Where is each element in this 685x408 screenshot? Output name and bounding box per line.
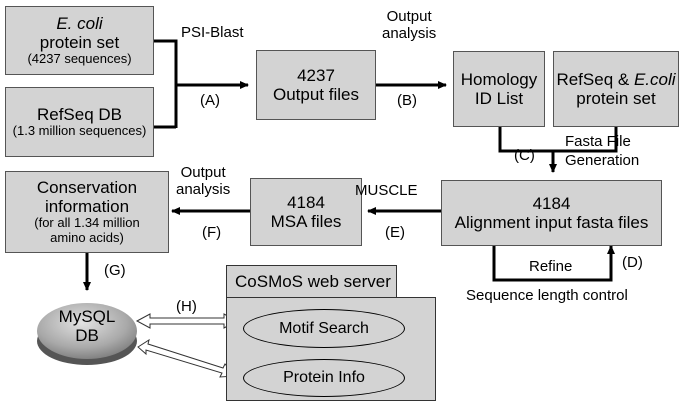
label-psi-blast: PSI-Blast [181,24,244,41]
motif-search-node: Motif Search [243,309,405,348]
output-files-label: Output files [273,85,359,104]
arrow-d-refine [492,245,615,282]
conservation-line2: information [44,197,130,217]
label-sequence-length: Sequence length control [466,287,628,304]
refseq-ecoli-line2: protein set [576,89,656,108]
output-files-count: 4237 [297,65,335,85]
mysql-db-label: MySQL DB [58,307,116,345]
double-arrow-protein [137,338,238,378]
label-fasta-1: Fasta File [565,133,631,150]
ecoli-count: (4237 sequences) [27,51,132,67]
refseq-db-title: RefSeq DB [36,105,123,125]
ecoli-title: E. coli [56,14,103,34]
protein-info-node: Protein Info [243,359,405,397]
label-muscle: MUSCLE [355,182,418,199]
homology-id-list-box: Homology ID List [453,51,545,127]
refseq-ecoli-box: RefSeq & E.coli protein set [553,51,679,127]
conservation-line1: Conservation [36,178,138,198]
msa-count: 4184 [287,192,325,212]
msa-files-box: 4184 MSA files [250,178,362,246]
label-c: (C) [514,147,535,164]
alignment-count: 4184 [532,193,571,213]
refseq-ecoli-line1: RefSeq & E.coli [556,69,676,89]
label-fasta-2: Generation [565,152,640,169]
connector-homology [498,127,618,153]
alignment-fasta-box: 4184 Alignment input fasta files [441,180,662,246]
protein-info-label: Protein Info [283,369,365,386]
homology-line1: Homology [460,69,538,89]
label-h: (H) [176,298,197,315]
label-e: (E) [385,224,405,241]
ecoli-protein-set-box: E. coli protein set (4237 sequences) [5,6,154,75]
conservation-line3: (for all 1.34 million [34,215,140,231]
ecoli-subtitle: protein set [39,33,120,53]
label-f: (F) [202,224,222,241]
output-files-box: 4237 Output files [256,50,376,120]
conservation-box: Conservation information (for all 1.34 m… [5,171,169,253]
webserver-title: CoSMoS web server [235,271,391,291]
msa-label: MSA files [270,212,342,231]
connector-ecoli [153,39,178,128]
refseq-db-box: RefSeq DB (1.3 million sequences) [5,87,154,157]
label-g: (G) [104,262,126,279]
webserver-title-tab: CoSMoS web server [226,265,397,298]
label-d: (D) [622,254,643,271]
label-b: (B) [397,92,417,109]
double-arrow-motif [135,313,239,329]
conservation-line4: amino acids) [50,230,124,246]
mysql-db-icon [37,303,137,365]
motif-search-label: Motif Search [279,319,369,337]
refseq-db-count: (1.3 million sequences) [12,123,147,139]
alignment-label: Alignment input fasta files [454,213,649,232]
homology-line2: ID List [474,89,524,108]
label-refine: Refine [529,258,573,275]
label-a: (A) [200,92,220,109]
